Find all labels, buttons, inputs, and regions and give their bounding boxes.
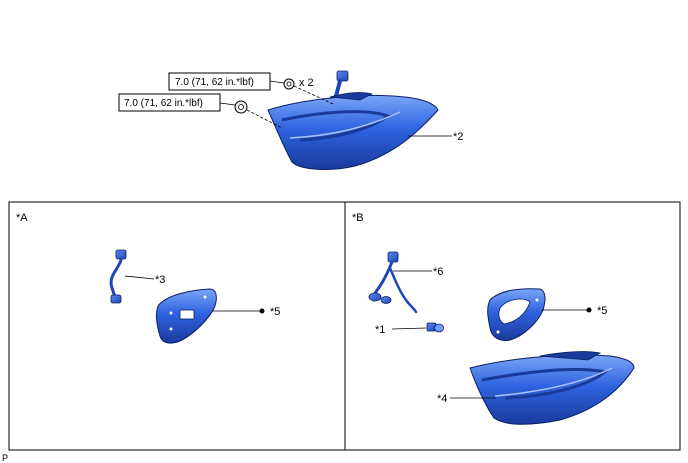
lamp-lens-icon (469, 351, 635, 425)
callout-6: *6 (433, 266, 443, 278)
callout-5a: *5 (270, 306, 280, 318)
panel-b-label: *B (352, 212, 364, 224)
callout-3: *3 (155, 274, 165, 286)
nut-lower-leader (246, 109, 283, 129)
nut-lower-icon (234, 100, 248, 114)
wire-harness-icon (368, 251, 418, 314)
callout-5b: *5 (597, 305, 607, 317)
callout-4: *4 (437, 393, 447, 405)
torque-box-lower (118, 93, 221, 112)
panel-b-frame (344, 201, 681, 451)
callout-5a-dot-icon (259, 308, 265, 314)
bulb-icon (426, 322, 444, 333)
callout-3-leader (124, 275, 155, 280)
callout-1: *1 (375, 324, 385, 336)
callout-2: *2 (453, 131, 463, 143)
panel-a-label: *A (16, 212, 28, 224)
callout-1-leader (391, 327, 427, 330)
nut-upper-leader (293, 85, 334, 105)
rear-combination-lamp-assembly-top (267, 70, 439, 170)
torque-box-upper (168, 72, 271, 91)
gasket-plate-a-icon (156, 288, 217, 344)
torque-multiplier-upper: x 2 (299, 77, 314, 89)
gasket-b-icon (487, 288, 546, 341)
callout-5b-dot-icon (586, 307, 592, 313)
torque-label-lower: 7.0 (71, 62 in.*lbf) (124, 98, 203, 109)
reference-code: P (2, 453, 8, 463)
torque-label-upper: 7.0 (71, 62 in.*lbf) (175, 77, 254, 88)
nut-upper-icon (283, 78, 295, 90)
bulb-socket-wire-icon (109, 249, 127, 304)
